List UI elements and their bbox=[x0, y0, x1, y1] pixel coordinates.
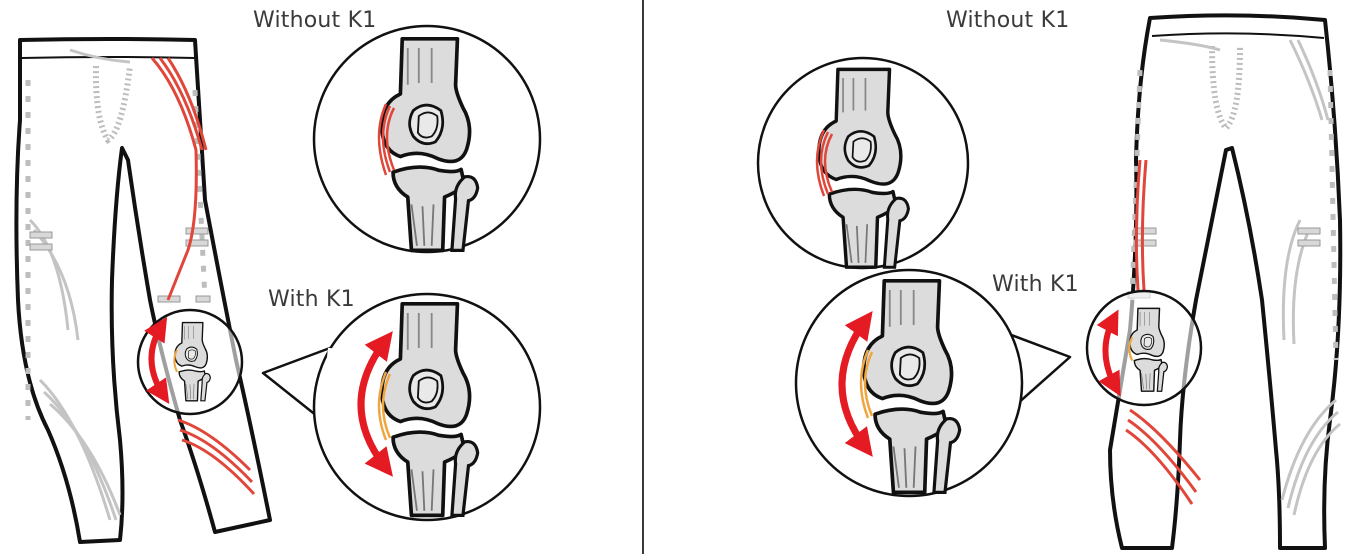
left-without-k1-zoom bbox=[314, 26, 540, 252]
right-without-k1-zoom bbox=[758, 58, 968, 268]
left-with-k1-zoom bbox=[263, 294, 540, 520]
left-tights-front-view bbox=[16, 39, 270, 542]
right-tights-back-view bbox=[1087, 15, 1340, 548]
right-with-k1-zoom bbox=[796, 270, 1070, 496]
